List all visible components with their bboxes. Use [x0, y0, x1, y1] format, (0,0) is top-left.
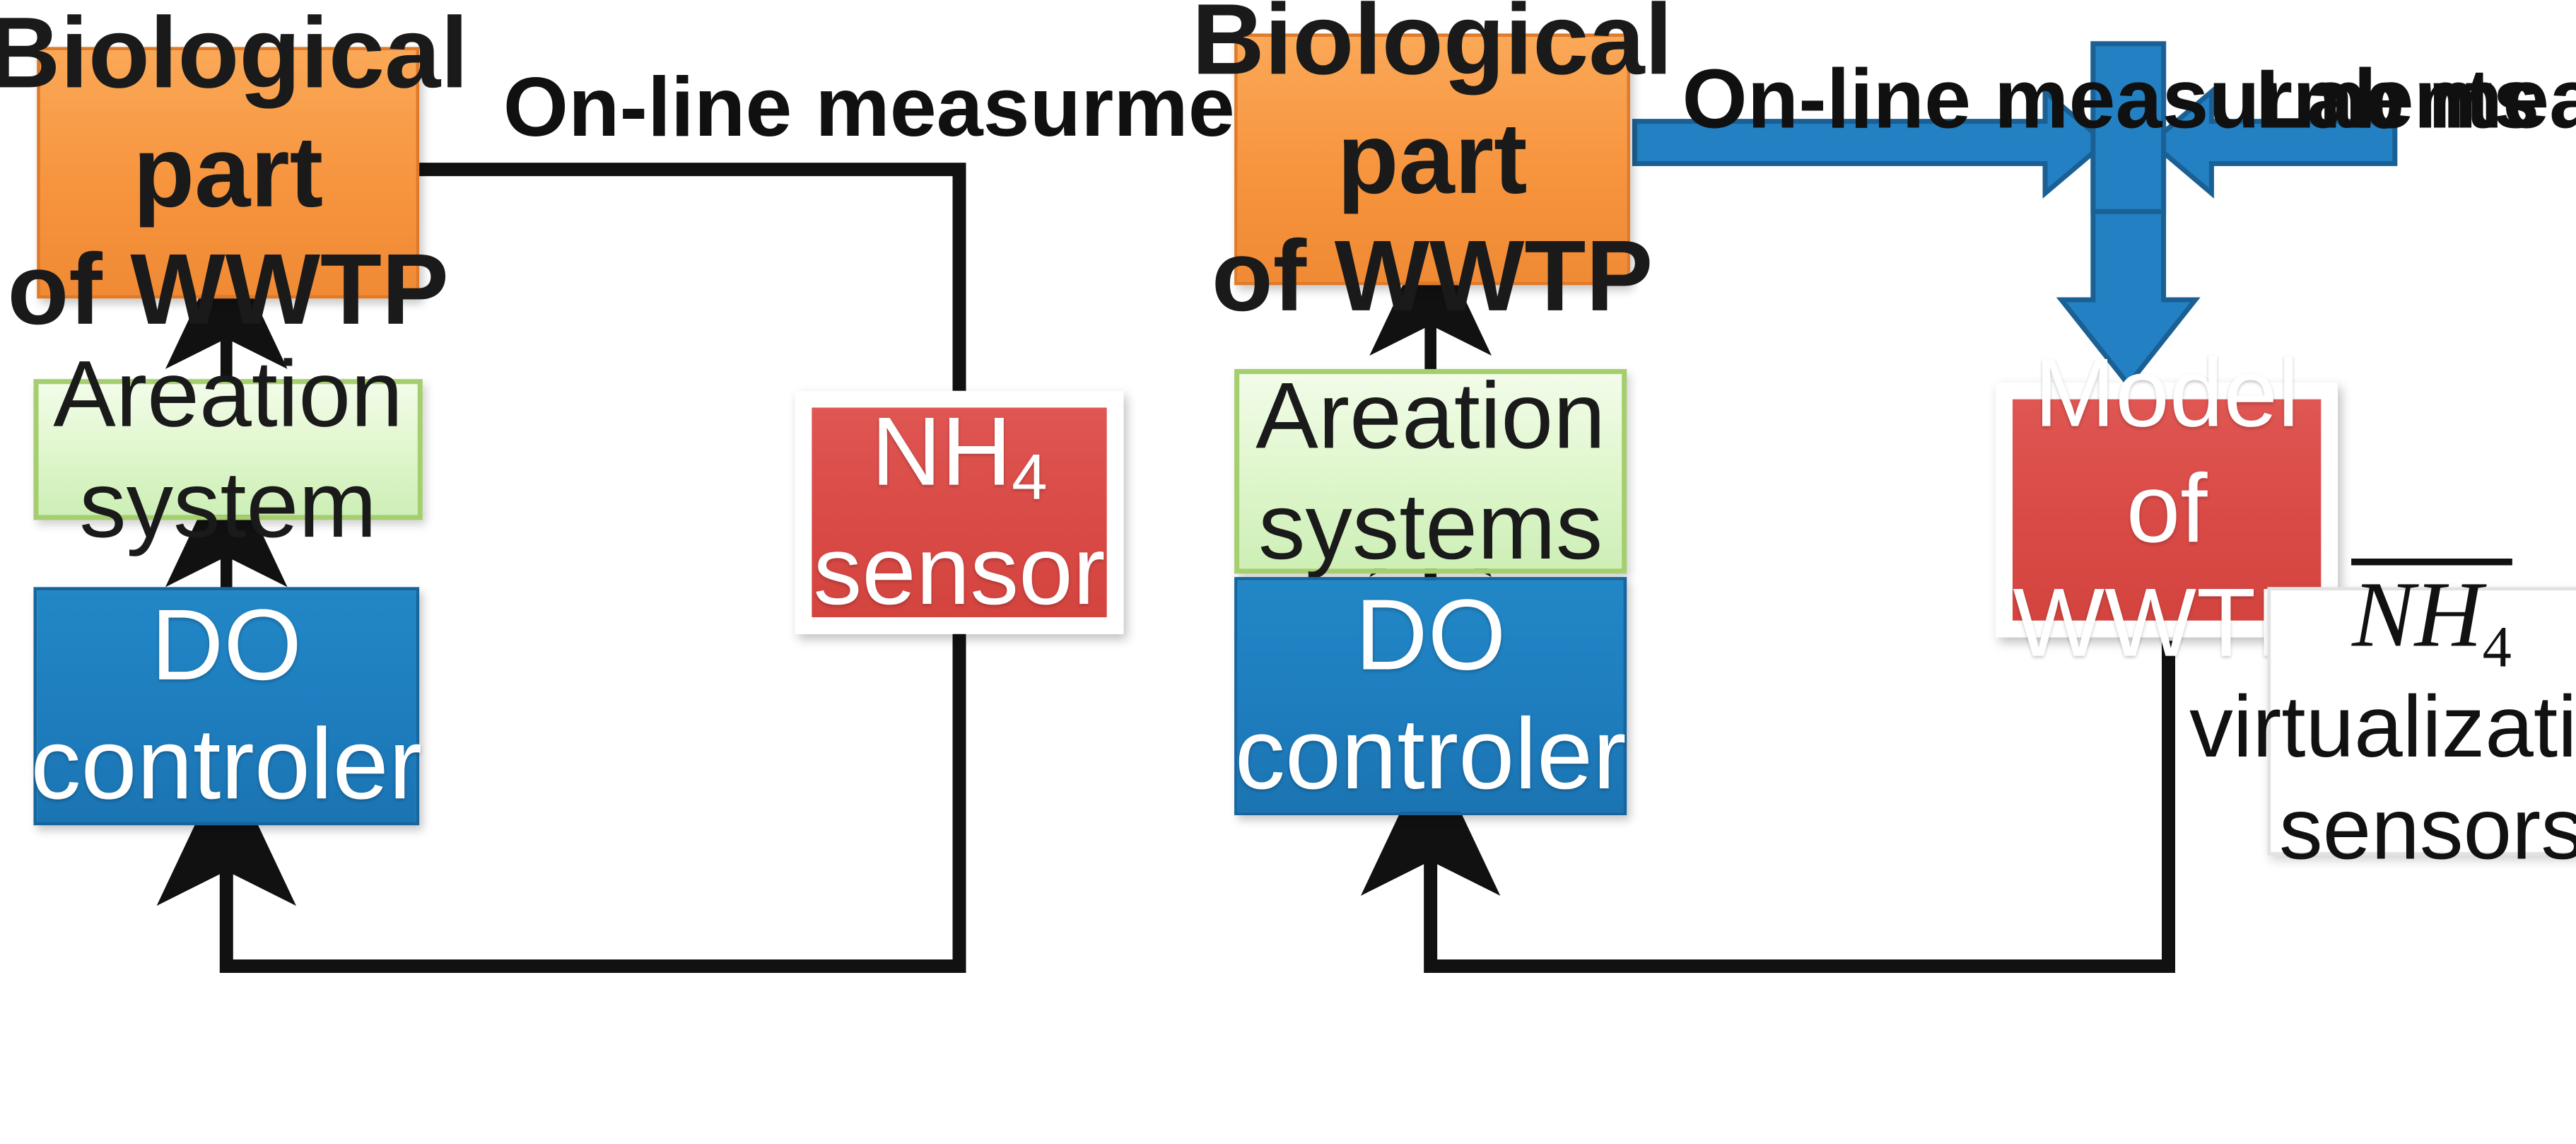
node-label: Biological part of WWTP — [0, 0, 469, 346]
virtual-sensor-line3: sensors — [2278, 782, 2576, 880]
nh4-formula-base: NH — [2352, 564, 2483, 668]
nh4-overline-formula: NH4 — [2352, 559, 2512, 677]
virtual-sensor-line2: virtualization — [2189, 679, 2576, 777]
nh4-prefix: NH — [871, 397, 1012, 506]
node-nh4-sensor-a[interactable]: NH4 sensor — [795, 390, 1124, 634]
node-label: Areation systems — [1255, 362, 1606, 579]
node-aeration-system-a[interactable]: Areation system — [33, 340, 423, 557]
node-biological-part-a[interactable]: Biological part of WWTP — [0, 0, 469, 346]
node-label: DO controler — [30, 589, 423, 821]
node-label: Areation system — [53, 340, 404, 557]
edge-label-lab-measurements-b: Lab measurments — [2255, 52, 2576, 146]
node-label: NH4 sensor — [812, 395, 1107, 630]
node-do-controller-a[interactable]: DO controler — [30, 587, 423, 826]
node-aeration-systems-b[interactable]: Areation systems — [1234, 362, 1627, 578]
node-label: Biological part of WWTP — [1191, 0, 1673, 333]
node-biological-part-b[interactable]: Biological part of WWTP — [1192, 0, 1673, 333]
edge-label-online-measurements-a: On-line measurments — [503, 60, 1361, 155]
node-do-controller-b[interactable]: DO controler — [1234, 577, 1627, 815]
edge-label-online-measurements-b: On-line measurments — [1682, 52, 2540, 146]
node-label: DO controler — [1234, 578, 1627, 810]
nh4-subscript: 4 — [1012, 440, 1048, 513]
nh4-formula-subscript: 4 — [2482, 614, 2512, 680]
nh4-suffix: sensor — [813, 516, 1106, 626]
node-nh4-virtualization-sensors-b[interactable]: NH4 virtualization sensors — [2189, 559, 2576, 880]
